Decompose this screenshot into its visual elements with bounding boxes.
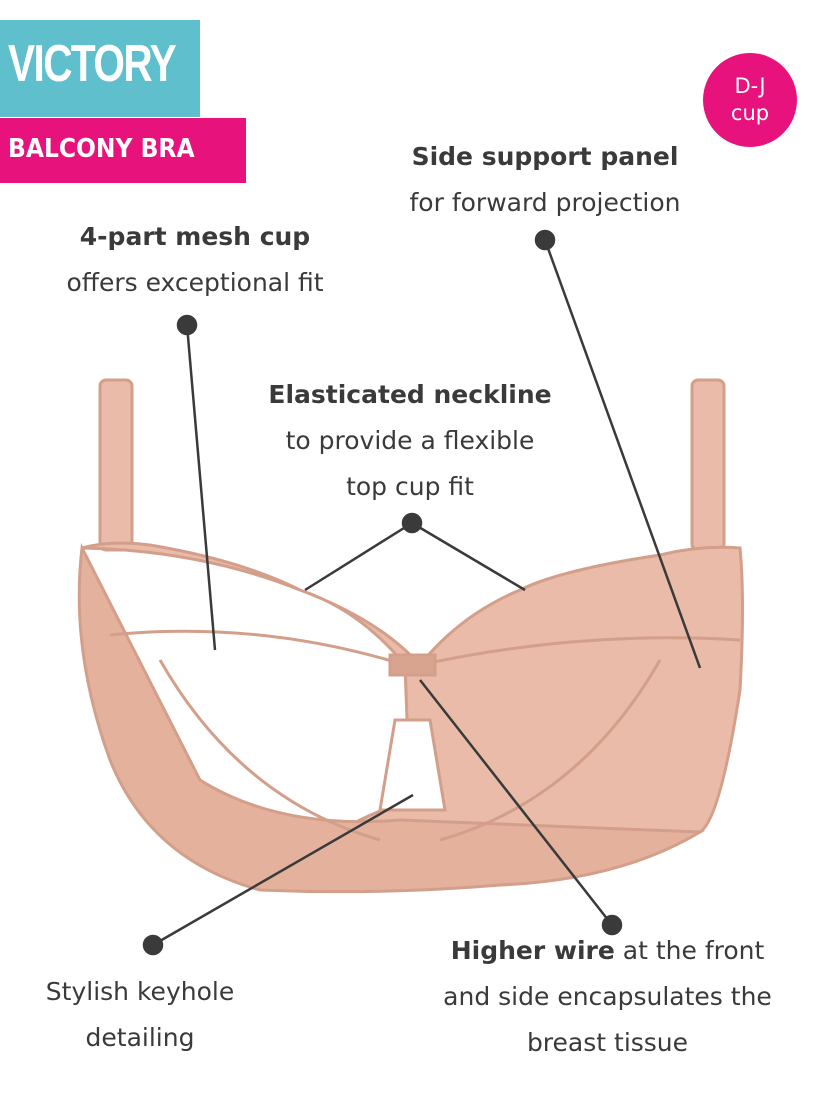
callout-body: breast tissue xyxy=(526,1028,689,1057)
callout-body: Stylish keyhole xyxy=(45,977,235,1006)
style-box: BALCONY BRA xyxy=(0,118,246,183)
centre-bow xyxy=(388,653,437,677)
brand-name-box: VICTORY xyxy=(0,20,200,117)
brand-name: VICTORY xyxy=(8,35,177,93)
cup-label: cup xyxy=(730,101,770,125)
right-strap xyxy=(690,378,726,552)
keyhole xyxy=(378,718,447,812)
callout-title: Side support panel xyxy=(411,142,679,171)
callout-lines xyxy=(142,229,702,956)
callout-neckline: Elasticated neckline to provide a flexib… xyxy=(240,372,580,510)
callout-title: Elasticated neckline xyxy=(268,380,552,409)
callout-body: at the front xyxy=(614,936,765,965)
left-strap xyxy=(98,378,134,552)
cup-range: D-J xyxy=(734,74,766,98)
style-name: BALCONY BRA xyxy=(8,134,195,164)
callout-title: Higher wire xyxy=(450,936,615,965)
callout-body: top cup fit xyxy=(346,472,474,501)
cups xyxy=(81,541,744,834)
cup-size-badge: D-J cup xyxy=(703,53,797,147)
callout-body: to provide a flexible xyxy=(285,426,535,455)
bra-image xyxy=(77,378,744,894)
band xyxy=(77,542,706,894)
callout-side-panel: Side support panel for forward projectio… xyxy=(380,134,710,226)
cup-seam-right xyxy=(419,636,741,667)
callout-body: and side encapsulates the xyxy=(443,982,772,1011)
callout-mesh-cup: 4-part mesh cup offers exceptional fit xyxy=(30,214,360,306)
callout-title: 4-part mesh cup xyxy=(79,222,311,251)
callout-body: offers exceptional fit xyxy=(66,268,324,297)
callout-keyhole: Stylish keyhole detailing xyxy=(20,969,260,1061)
callout-body: for forward projection xyxy=(409,188,681,217)
cup-seam-left xyxy=(109,629,406,667)
callout-wire: Higher wire at the front and side encaps… xyxy=(400,928,815,1066)
callout-body: detailing xyxy=(85,1023,195,1052)
